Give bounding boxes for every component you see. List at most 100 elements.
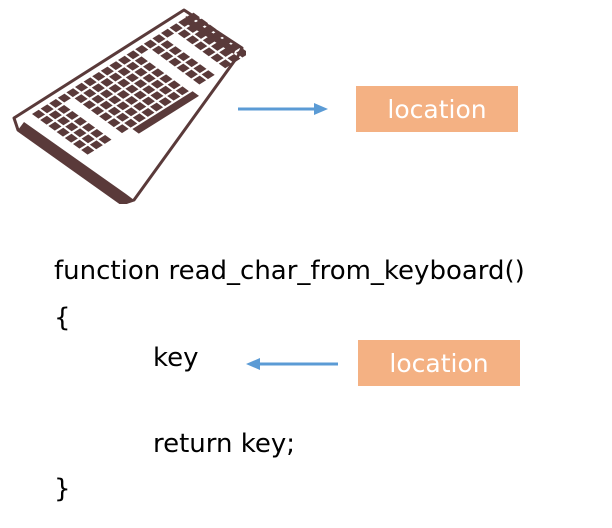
location-label-top: location <box>356 86 518 132</box>
keyboard-key <box>176 63 190 73</box>
keyboard-key <box>57 116 71 126</box>
keyboard-key <box>152 45 166 55</box>
keyboard-key <box>91 83 105 93</box>
keyboard-key <box>167 91 181 101</box>
keyboard-key <box>186 12 200 22</box>
keyboard-key <box>203 24 217 34</box>
keyboard-key <box>194 29 208 39</box>
keyboard-key <box>99 100 113 110</box>
keyboard-key <box>150 102 164 112</box>
keyboard-key <box>143 62 157 72</box>
keyboard-front-edge <box>18 122 134 204</box>
keyboard-key <box>83 77 97 87</box>
right-arrow-icon <box>238 103 328 115</box>
keyboard-key <box>168 46 182 56</box>
location-label-bottom: location <box>358 340 520 386</box>
keyboard-key <box>108 95 122 105</box>
keyboard-key <box>100 66 114 76</box>
keyboard-key <box>116 101 130 111</box>
keyboard-key <box>89 140 103 150</box>
keyboard-key <box>202 47 216 57</box>
keyboard-key <box>100 77 114 87</box>
keyboard-key <box>227 53 241 63</box>
keyboard-key <box>132 113 146 123</box>
keyboard-key <box>236 48 250 58</box>
left-arrow-icon <box>246 358 338 370</box>
keyboard-key <box>141 96 155 106</box>
keyboard-drawing <box>12 8 250 206</box>
keyboard-key <box>73 139 87 149</box>
keyboard-key <box>109 72 123 82</box>
keyboard-key <box>49 98 63 108</box>
keyboard-key <box>142 73 156 83</box>
keyboard-key <box>193 64 207 74</box>
keyboard-key <box>219 47 233 57</box>
keyboard-key <box>168 57 182 67</box>
keyboard-key <box>115 124 129 134</box>
keyboard-key <box>195 18 209 28</box>
code-open-brace: { <box>54 303 71 333</box>
keyboard-key <box>116 89 130 99</box>
keyboard-key <box>185 58 199 68</box>
keyboard-key <box>160 40 174 50</box>
keyboard-key <box>160 51 174 61</box>
keyboard-key <box>117 78 131 88</box>
code-function-signature: function read_char_from_keyboard() <box>54 256 525 286</box>
keyboard-key <box>194 41 208 51</box>
keyboard-key <box>141 107 155 117</box>
keyboard-key <box>75 82 89 92</box>
keyboard-keys <box>32 12 250 155</box>
keyboard-key <box>82 100 96 110</box>
keyboard-key <box>158 97 172 107</box>
keyboard-key <box>57 93 71 103</box>
keyboard-key <box>40 104 54 114</box>
keyboard-key <box>219 36 233 46</box>
keyboard-key <box>107 106 121 116</box>
keyboard-key <box>186 35 200 45</box>
keyboard-key <box>125 84 139 94</box>
keyboard-key <box>91 106 105 116</box>
keyboard-key <box>64 133 78 143</box>
keyboard-key <box>57 104 71 114</box>
keyboard-key <box>159 85 173 95</box>
keyboard-key <box>92 71 106 81</box>
keyboard-key <box>211 41 225 51</box>
keyboard-key <box>175 86 189 96</box>
keyboard-key <box>81 134 95 144</box>
keyboard-key <box>161 28 175 38</box>
code-key-variable: key <box>153 343 199 373</box>
keyboard-key <box>184 69 198 79</box>
keyboard-key <box>134 67 148 77</box>
keyboard-key <box>126 61 140 71</box>
keyboard-key <box>202 35 216 45</box>
keyboard-key <box>74 94 88 104</box>
keyboard-key <box>99 112 113 122</box>
keyboard-key <box>90 128 104 138</box>
keyboard-icon <box>10 8 250 206</box>
keyboard-key <box>108 83 122 93</box>
keyboard-key <box>186 23 200 33</box>
keyboard-key <box>65 122 79 132</box>
keyboard-back-edge <box>184 16 236 54</box>
keyboard-key <box>98 134 112 144</box>
keyboard-key <box>159 74 173 84</box>
keyboard-key <box>126 50 140 60</box>
keyboard-key <box>150 79 164 89</box>
keyboard-key <box>167 80 181 90</box>
keyboard-key <box>133 101 147 111</box>
keyboard-key <box>227 42 241 52</box>
keyboard-key <box>133 90 147 100</box>
keyboard-key <box>134 79 148 89</box>
keyboard-key <box>65 110 79 120</box>
keyboard-key <box>150 91 164 101</box>
keyboard-key <box>151 68 165 78</box>
keyboard-key <box>169 23 183 33</box>
keyboard-key <box>125 95 139 105</box>
keyboard-key <box>116 112 130 122</box>
code-return-statement: return key; <box>153 429 296 459</box>
code-close-brace: } <box>54 474 71 504</box>
keyboard-key <box>193 75 207 85</box>
keyboard-key <box>109 61 123 71</box>
keyboard-spacebar <box>132 91 199 134</box>
keyboard-key <box>91 94 105 104</box>
